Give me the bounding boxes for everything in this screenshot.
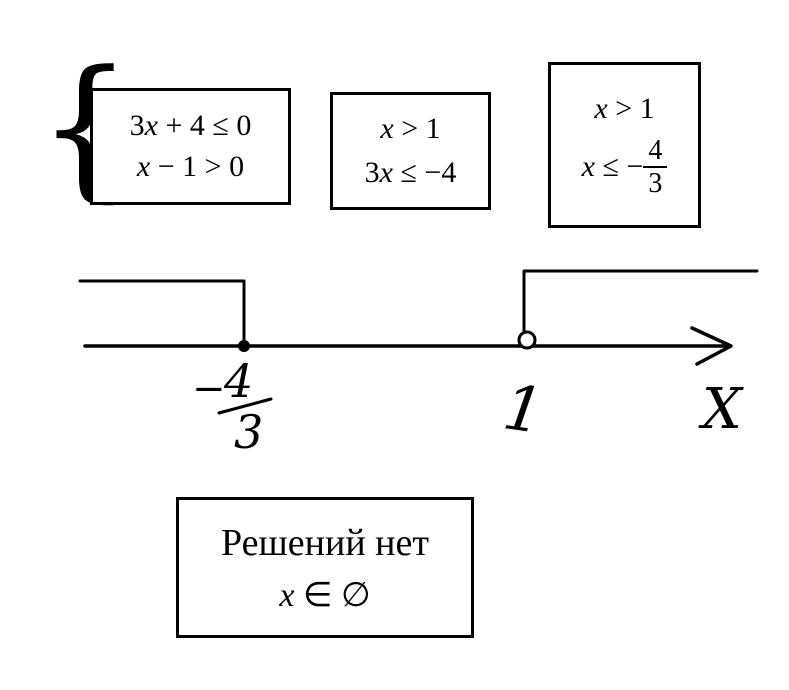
number-line-figure: − 4 3 1 X xyxy=(78,269,759,459)
expression: − 1 > 0 xyxy=(150,150,245,183)
variable-x: x xyxy=(136,150,151,183)
step2-inequality-1: x > 1 xyxy=(380,112,440,146)
variable-x: x xyxy=(380,112,394,145)
left-ray xyxy=(78,279,246,346)
operator: ≤ − xyxy=(594,150,644,183)
variable-x: x xyxy=(581,150,595,183)
x-axis-label: X xyxy=(698,377,744,442)
variable-x: x xyxy=(379,156,393,189)
answer-text: Решений нет xyxy=(221,521,429,564)
step2-inequality-2: 3x ≤ −4 xyxy=(365,156,457,190)
answer-box: Решений нет x ∈ ∅ xyxy=(176,497,474,638)
closed-point xyxy=(238,340,250,352)
fraction-denominator: 3 xyxy=(648,168,663,199)
answer-formula: x ∈ ∅ xyxy=(279,575,370,615)
system-box: 3x + 4 ≤ 0 x − 1 > 0 xyxy=(90,88,291,205)
fraction-numerator: 4 xyxy=(643,135,668,168)
step3-inequality-1: x > 1 xyxy=(594,92,654,126)
step2-box: x > 1 3x ≤ −4 xyxy=(330,92,491,210)
coefficient: 3 xyxy=(129,109,145,142)
expression: > 1 xyxy=(607,91,655,125)
coefficient: 3 xyxy=(364,156,380,189)
left-point-sign: − xyxy=(192,366,226,412)
variable-x: x xyxy=(144,109,158,142)
left-point-numerator: 4 xyxy=(223,354,253,408)
variable-x: x xyxy=(594,91,608,125)
right-point-label: 1 xyxy=(499,370,548,448)
system-inequality-2: x − 1 > 0 xyxy=(137,150,244,184)
right-ray xyxy=(522,269,759,334)
expression: > 1 xyxy=(393,112,441,145)
axis-arrowhead-icon xyxy=(690,326,733,366)
system-inequality-1: 3x + 4 ≤ 0 xyxy=(130,109,252,143)
open-point xyxy=(517,330,537,350)
expression: + 4 ≤ 0 xyxy=(157,109,252,142)
expression: ≤ −4 xyxy=(392,156,457,189)
handwritten-fraction-bar xyxy=(217,397,273,415)
left-point-denominator: 3 xyxy=(234,405,263,459)
expression: ∈ ∅ xyxy=(294,576,371,614)
variable-x: x xyxy=(279,576,295,614)
